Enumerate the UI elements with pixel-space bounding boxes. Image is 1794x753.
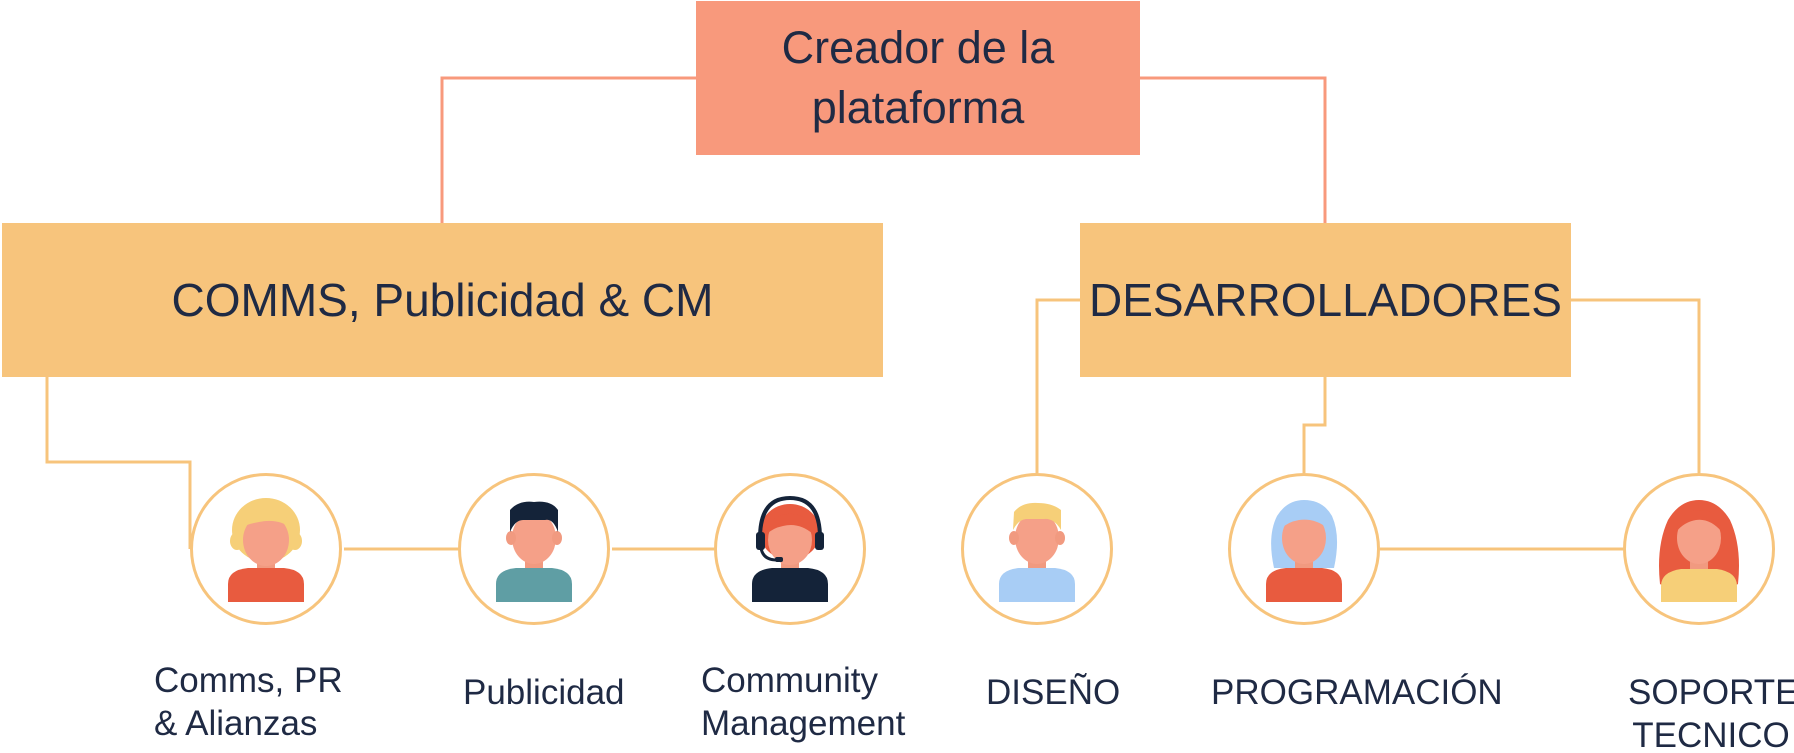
woman-headset-avatar-icon (752, 495, 828, 602)
comms-node-box: COMMS, Publicidad & CM (2, 223, 883, 377)
connector-top-to-comms (440, 76, 696, 223)
connector-top-to-dev (1140, 76, 1327, 223)
role-label-programacion: PROGRAMACIÓN (1211, 673, 1503, 712)
connector-dev-to-diseno (1035, 298, 1080, 473)
role-avatar-community (714, 473, 866, 625)
role-avatar-soporte (1623, 473, 1775, 625)
role-label-publicidad: Publicidad (463, 673, 625, 712)
top-node-label: Creador de la plataforma (781, 22, 1055, 133)
role-label-soporte: SOPORTE TECNICO (1628, 673, 1794, 753)
role-label-comms-pr: Comms, PR & Alianzas (154, 661, 343, 743)
dev-node-box: DESARROLLADORES (1080, 223, 1571, 377)
woman-red-hair-avatar-icon (1659, 500, 1739, 602)
woman-blue-hair-avatar-icon (1266, 500, 1342, 602)
role-avatar-comms-pr (190, 473, 342, 625)
role-label-community: Community Management (701, 661, 906, 743)
role-label-diseno: DISEÑO (986, 673, 1121, 712)
connector-comms-to-roles (45, 377, 192, 549)
connector-dev-to-programacion (1302, 377, 1327, 473)
dev-node-label: DESARROLLADORES (1089, 274, 1562, 326)
comms-node-label: COMMS, Publicidad & CM (171, 274, 714, 326)
role-avatar-programacion (1228, 473, 1380, 625)
connector-dev-to-soporte (1571, 298, 1701, 473)
man-dark-hair-avatar-icon (496, 501, 572, 602)
top-node-box: Creador de la plataforma (696, 1, 1140, 155)
man-blonde-avatar-icon (999, 502, 1075, 602)
role-avatar-publicidad (458, 473, 610, 625)
role-avatar-diseno (961, 473, 1113, 625)
woman-blonde-avatar-icon (228, 498, 304, 602)
